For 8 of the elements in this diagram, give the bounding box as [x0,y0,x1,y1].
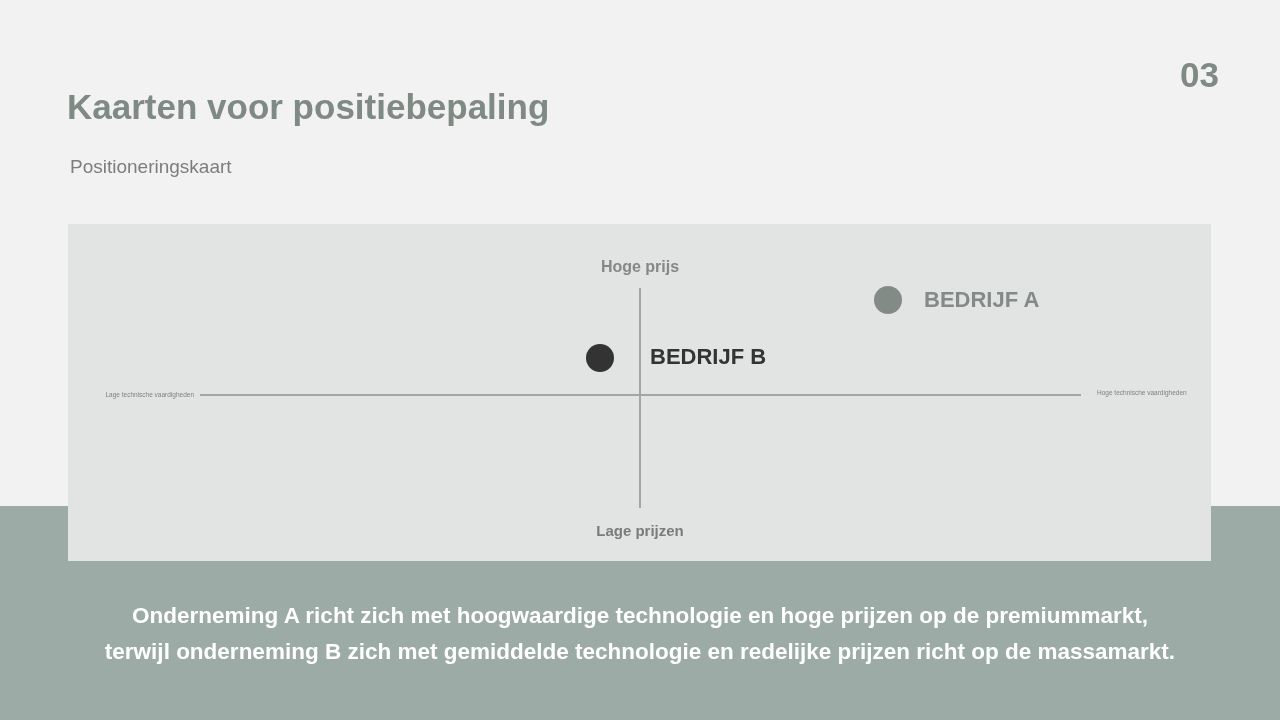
subtitle: Positioneringskaart [70,154,232,178]
axis-label: Hoge prijs [600,256,680,276]
page-number: 03 [1180,54,1219,96]
company-label: BEDRIJF B [650,344,767,370]
company-label: BEDRIJF A [924,287,1040,313]
slide-title: Kaarten voor positiebepaling [67,87,550,128]
caption-text: Onderneming A richt zich met hoogwaardige technologie en hoge prijzen op de premiummarkt, terwijl onderneming B zich met gemiddelde technologie en redelijke prijzen richt op de massamarkt. [103,602,1177,666]
axis-label: Lage prijzen [596,522,684,540]
